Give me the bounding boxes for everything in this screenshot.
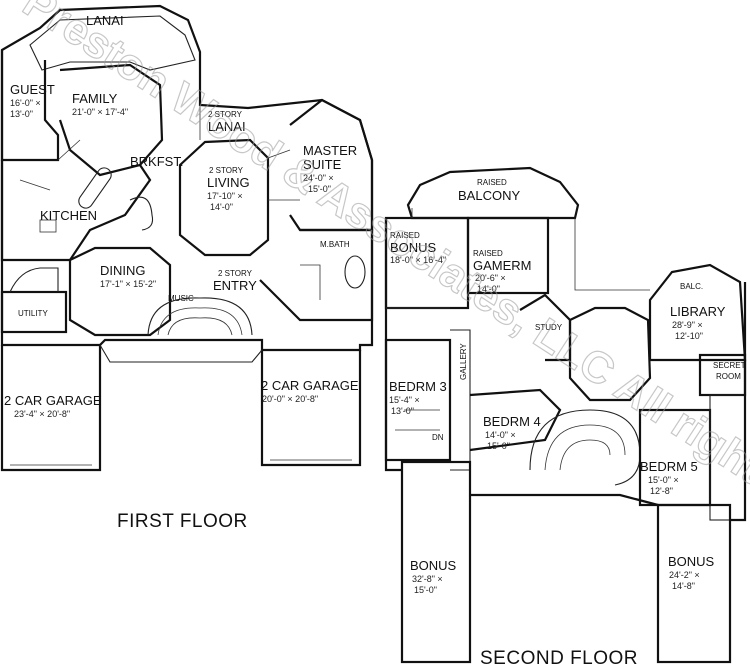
room-bedrm3-dim-2: 13'-0" xyxy=(391,406,414,416)
second-floor-title: SECOND FLOOR xyxy=(480,648,638,668)
kitchen-island xyxy=(78,167,112,209)
garage-right-walls xyxy=(260,350,362,467)
room-kitchen-label: KITCHEN xyxy=(40,208,97,223)
room-mbath-label: M.BATH xyxy=(320,240,350,249)
room-bedrm4-dim-2: 15'-0" xyxy=(487,441,510,451)
room-secret-label-2: ROOM xyxy=(716,372,741,381)
room-guest-dim: 16'-0" × xyxy=(10,98,41,108)
gallery-corridor xyxy=(450,329,471,471)
room-library-dim-2: 12'-10" xyxy=(675,331,703,341)
room-dining-dim: 17'-1" × 15'-2" xyxy=(100,279,156,289)
room-entry-label: ENTRY xyxy=(213,278,257,293)
room-secret-label-1: SECRET xyxy=(713,361,746,370)
room-bonus2-dim-2: 15'-0" xyxy=(414,585,437,595)
room-master-label-1: MASTER xyxy=(303,143,357,158)
first-floor-title: FIRST FLOOR xyxy=(117,511,248,532)
dining-room-walls xyxy=(68,246,172,337)
room-gallery-label: GALLERY xyxy=(459,343,468,380)
room-family-dim: 21'-0" × 17'-4" xyxy=(72,107,128,117)
room-study-label: STUDY xyxy=(535,323,563,332)
room-gamerm-dim-1: 20'-6" × xyxy=(475,273,506,283)
room-balc-label: BALC. xyxy=(680,282,703,291)
front-porch xyxy=(99,344,263,363)
room-bonus2-dim-1: 32'-8" × xyxy=(412,574,443,584)
room-bonus1-dim: 18'-0" × 16'-4" xyxy=(390,255,446,265)
room-living-prefix: 2 STORY xyxy=(209,166,244,175)
room-dining-label: DINING xyxy=(100,263,146,278)
room-bedrm4-dim-1: 14'-0" × xyxy=(485,430,516,440)
room-master-label-2: SUITE xyxy=(303,157,342,172)
garage-left-walls xyxy=(0,345,102,472)
raised-gamerm-walls xyxy=(466,216,550,295)
room-bonus2-label: BONUS xyxy=(410,558,457,573)
room-bonus1-label: BONUS xyxy=(390,240,437,255)
room-balcony-label: BALCONY xyxy=(458,188,520,203)
room-living-label: LIVING xyxy=(207,175,250,190)
room-lanai2-label: LANAI xyxy=(208,119,246,134)
room-master-dim-1: 24'-0" × xyxy=(303,173,334,183)
bedroom4-walls xyxy=(469,388,562,452)
room-music-label: MUSIC xyxy=(168,294,194,303)
room-lanai-label: LANAI xyxy=(86,13,124,28)
room-garage1-dim: 23'-4" × 20'-8" xyxy=(14,409,70,419)
open-to-below xyxy=(568,306,652,402)
spiral-stair xyxy=(529,409,641,486)
room-bonus1-prefix: RAISED xyxy=(390,231,420,240)
lanai-outline xyxy=(29,15,196,71)
room-library-dim-1: 28'-9" × xyxy=(672,320,703,330)
kitchen-cooktop xyxy=(39,219,57,233)
entry-stair xyxy=(147,297,253,336)
room-gamerm-label: GAMERM xyxy=(473,258,532,273)
room-library-label: LIBRARY xyxy=(670,304,726,319)
room-garage1-label: 2 CAR GARAGE xyxy=(4,393,102,408)
room-master-dim-2: 15'-0" xyxy=(308,184,331,194)
room-bedrm5-label: BEDRM 5 xyxy=(640,459,698,474)
room-bedrm5-dim-1: 15'-0" × xyxy=(648,475,679,485)
study-walls xyxy=(519,293,572,362)
room-bedrm3-label: BEDRM 3 xyxy=(389,379,447,394)
room-balcony-prefix: RAISED xyxy=(477,178,507,187)
room-bedrm4-label: BEDRM 4 xyxy=(483,414,541,429)
breakfast-stair xyxy=(129,196,154,231)
room-bonus3-dim-1: 24'-2" × xyxy=(669,570,700,580)
room-living-dim-2: 14'-0" xyxy=(210,202,233,212)
room-bonus3-dim-2: 14'-8" xyxy=(672,581,695,591)
room-bonus3-label: BONUS xyxy=(668,554,715,569)
guest-room-walls xyxy=(0,50,60,162)
room-bedrm3-dim-1: 15'-4" × xyxy=(389,395,420,405)
room-garage2-dim: 20'-0" × 20'-8" xyxy=(262,394,318,404)
room-lanai2-prefix: 2 STORY xyxy=(208,110,243,119)
first-floor-plan xyxy=(0,4,374,472)
room-bedrm5-dim-2: 12'-8" xyxy=(650,486,673,496)
bonus-right-walls xyxy=(656,503,732,664)
room-entry-prefix: 2 STORY xyxy=(218,269,253,278)
svg-text:13'-0": 13'-0" xyxy=(10,109,33,119)
bonus-left-walls xyxy=(400,460,472,664)
room-living-dim-1: 17'-10" × xyxy=(207,191,243,201)
second-floor-plan xyxy=(384,166,747,664)
room-guest-label: GUEST xyxy=(10,82,55,97)
second-floor-outline xyxy=(384,218,747,522)
family-room-walls xyxy=(58,63,164,177)
master-tub xyxy=(344,255,366,289)
stair-down-label: DN xyxy=(432,433,444,442)
room-gamerm-prefix: RAISED xyxy=(473,249,503,258)
master-bath-walls xyxy=(259,228,374,322)
utility-room-walls xyxy=(0,290,68,334)
living-room-walls xyxy=(178,138,270,257)
room-brkfst-label: BRKFST. xyxy=(130,154,183,169)
room-utility-label: UTILITY xyxy=(18,309,48,318)
room-garage2-label: 2 CAR GARAGE xyxy=(261,378,359,393)
kitchen-walls xyxy=(0,160,152,262)
room-family-label: FAMILY xyxy=(72,91,118,106)
room-gamerm-dim-2: 14'-0" xyxy=(477,284,500,294)
